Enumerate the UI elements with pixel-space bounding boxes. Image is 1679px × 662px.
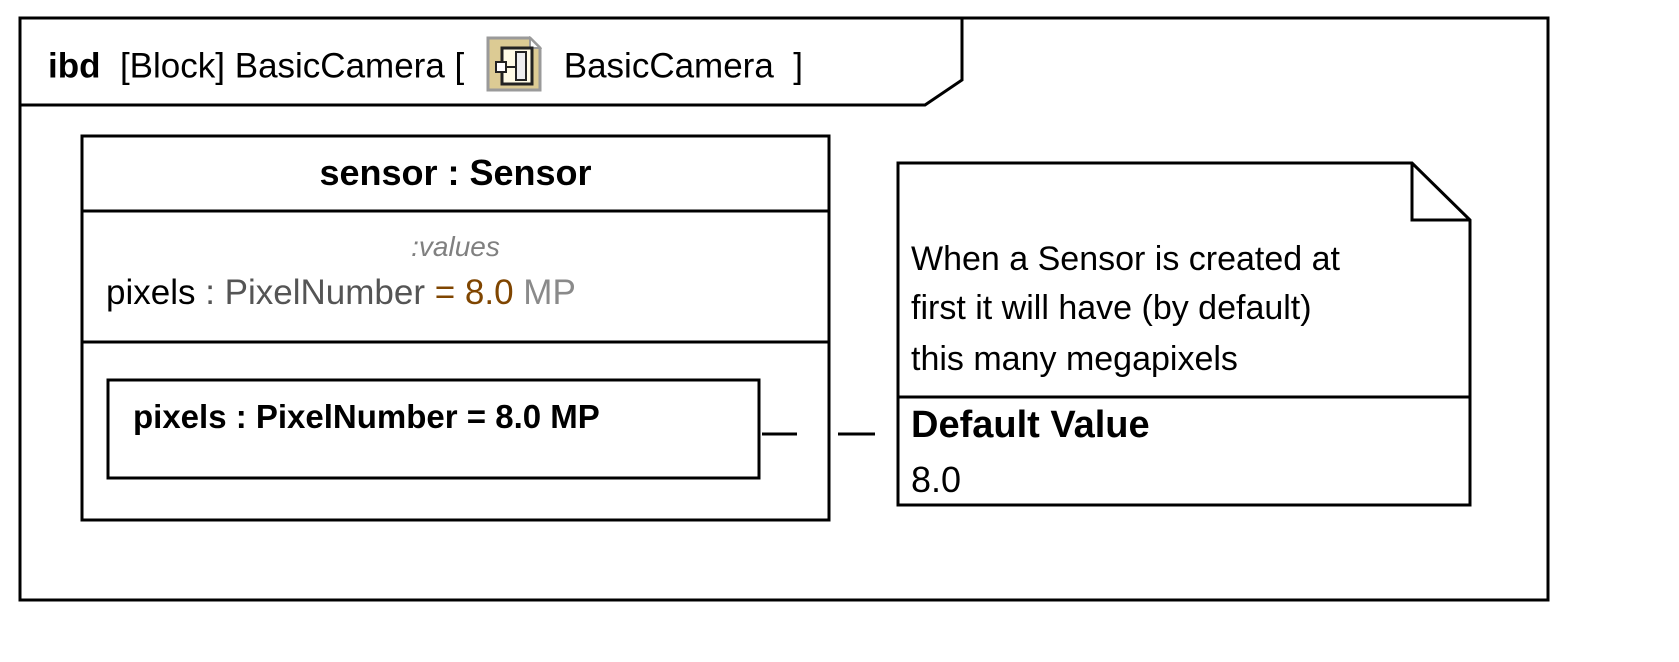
note-line: this many megapixels (911, 340, 1238, 378)
note-tag-value: 8.0 (911, 459, 962, 500)
diagram-name: BasicCamera (234, 46, 445, 86)
close-bracket: ] (793, 46, 803, 86)
inner-property-label: pixels : PixelNumber = 8.0 MP (133, 398, 600, 435)
property-name: pixels (106, 273, 196, 312)
property-sep: : (195, 273, 225, 312)
frame-header-tab (20, 18, 964, 107)
note-line: first it will have (by default) (911, 289, 1312, 327)
values-compartment-label: :values (411, 231, 500, 262)
property-eq: = (425, 273, 465, 312)
diagram-kind: ibd (48, 46, 101, 86)
open-bracket: [ (454, 46, 465, 86)
property-type: PixelNumber (224, 273, 426, 312)
diagram-frame (18, 16, 1550, 602)
diagram-type-label: [Block] (119, 46, 225, 86)
block-diagram-icon (486, 35, 543, 92)
frame-title: ibd [Block] BasicCamera [ BasicCamera ] (48, 35, 803, 96)
context-name: BasicCamera (563, 46, 774, 86)
note-box[interactable] (896, 161, 1472, 507)
part-title: sensor : Sensor (319, 152, 592, 193)
note-tag-label: Default Value (911, 404, 1150, 446)
inner-property-box[interactable] (106, 378, 761, 480)
note-fold-corner (1410, 163, 1470, 222)
property-unit: MP (513, 273, 576, 312)
value-property[interactable]: pixels : PixelNumber = 8.0 MP (106, 275, 576, 310)
note-line: When a Sensor is created at (911, 240, 1341, 278)
property-value: 8.0 (464, 273, 514, 312)
